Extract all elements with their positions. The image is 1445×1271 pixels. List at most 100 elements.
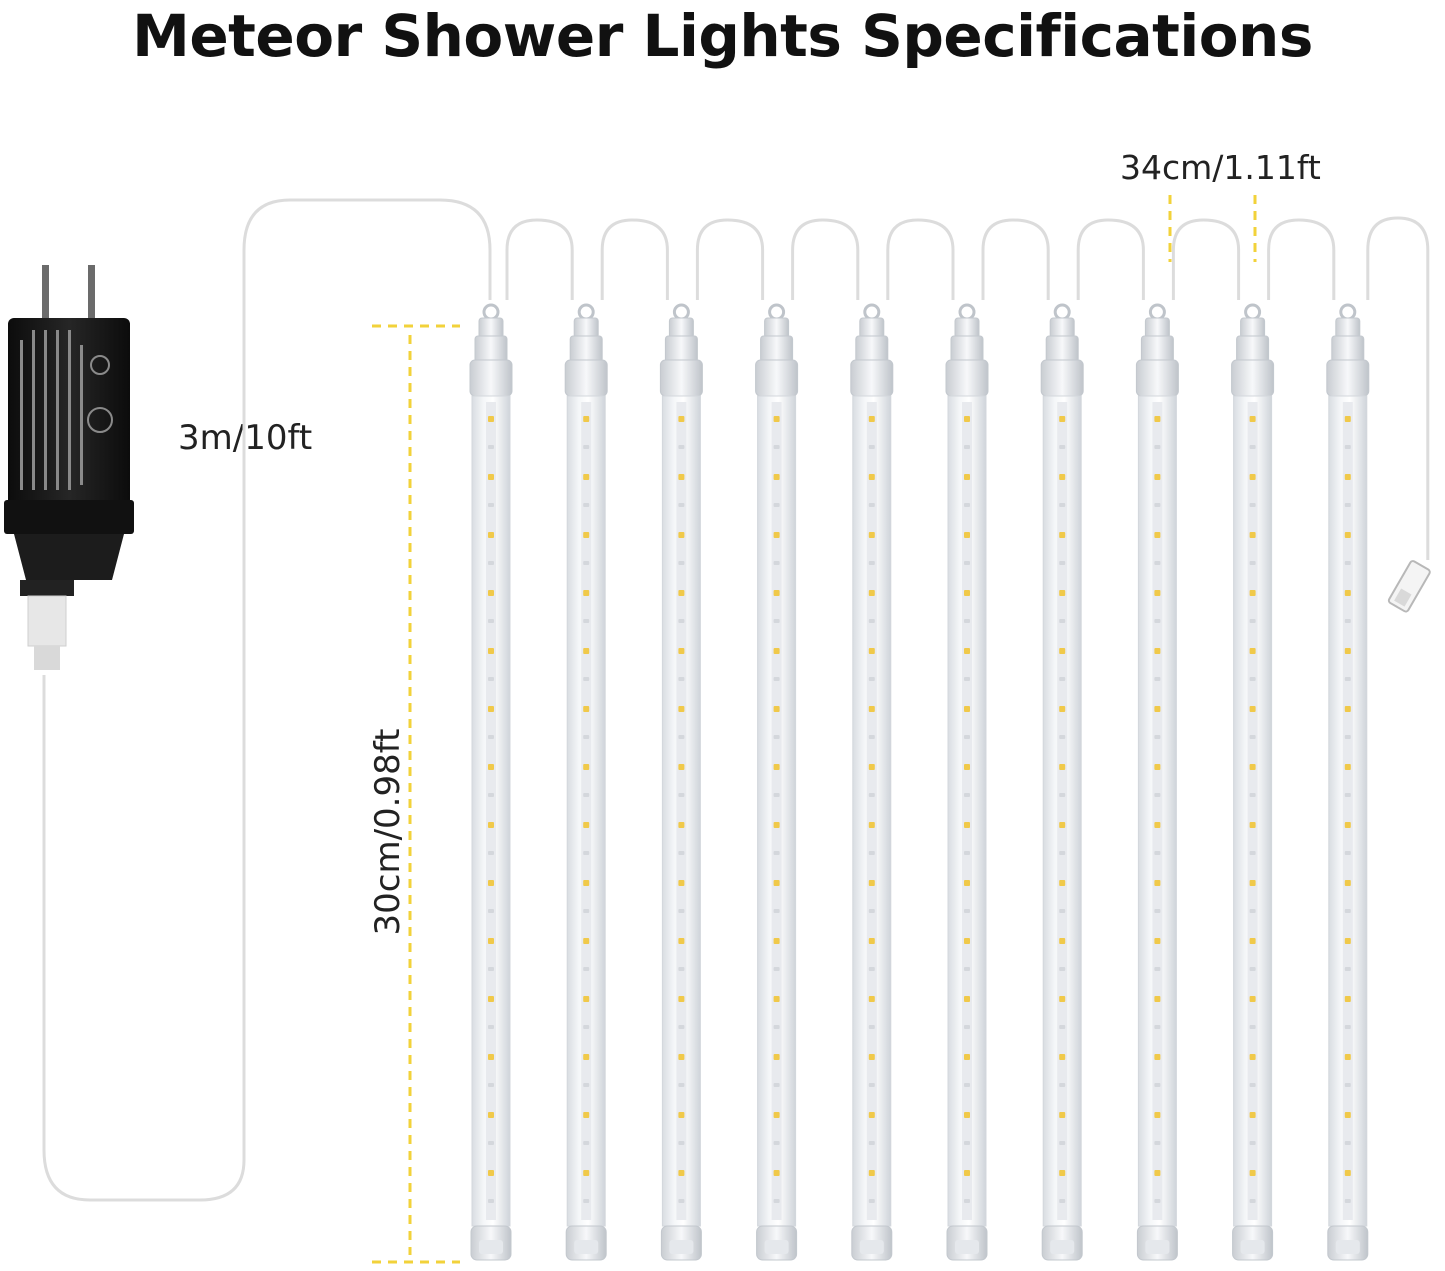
led-dot: [1154, 1141, 1161, 1145]
led-dot: [1154, 474, 1161, 480]
led-dot: [1154, 822, 1161, 828]
led-dot: [868, 619, 875, 623]
led-dot: [488, 1141, 494, 1145]
led-dot: [1344, 619, 1351, 623]
led-dot: [868, 938, 875, 944]
led-dot: [1154, 1054, 1161, 1060]
led-dot: [964, 793, 970, 797]
led-dot: [488, 996, 494, 1002]
led-dot: [1154, 793, 1161, 797]
led-dot: [1154, 967, 1161, 971]
led-dot: [1249, 503, 1256, 507]
led-dot: [1249, 677, 1256, 681]
led-dot: [868, 503, 875, 507]
led-dot: [678, 503, 685, 507]
led-dot: [964, 967, 970, 971]
led-dot: [868, 1025, 875, 1029]
led-dot: [488, 1025, 494, 1029]
led-dot: [1344, 648, 1351, 654]
meteor-tube: [755, 218, 860, 1261]
led-dot: [583, 1112, 590, 1118]
meteor-tube: [1040, 218, 1145, 1261]
connector-wire: [981, 218, 1050, 300]
led-dot: [773, 764, 780, 770]
led-dot: [1059, 474, 1066, 480]
led-dot: [583, 996, 590, 1002]
led-dot: [868, 706, 875, 712]
led-dot: [488, 590, 494, 596]
led-dot: [1344, 764, 1351, 770]
led-dot: [964, 445, 970, 449]
led-dot: [1344, 735, 1351, 739]
led-dot: [678, 938, 685, 944]
led-dot: [1059, 735, 1066, 739]
led-dot: [868, 561, 875, 565]
connector-wire: [1171, 218, 1241, 300]
led-dot: [1059, 822, 1066, 828]
led-dot: [1249, 1141, 1256, 1145]
led-dot: [868, 1141, 875, 1145]
led-dot: [868, 474, 875, 480]
led-dot: [1154, 590, 1161, 596]
led-dot: [1059, 416, 1066, 422]
led-dot: [678, 706, 685, 712]
led-dot: [1344, 909, 1351, 913]
led-dot: [773, 967, 780, 971]
led-dot: [1059, 445, 1066, 449]
led-dot: [583, 677, 590, 681]
led-dot: [583, 822, 590, 828]
led-dot: [1059, 503, 1066, 507]
led-dot: [583, 445, 590, 449]
led-dot: [583, 590, 590, 596]
led-dot: [1249, 474, 1256, 480]
led-dot: [868, 967, 875, 971]
led-dot: [1154, 503, 1161, 507]
power-cable: [42, 198, 492, 1202]
led-dot: [773, 1025, 780, 1029]
led-dot: [773, 851, 780, 855]
led-dot: [868, 764, 875, 770]
plug-prong-left: [42, 265, 49, 325]
led-dot: [773, 619, 780, 623]
led-dot: [773, 938, 780, 944]
led-dot: [1154, 851, 1161, 855]
led-dot: [868, 822, 875, 828]
led-dot: [1059, 1170, 1066, 1176]
led-dot: [1154, 619, 1161, 623]
led-dot: [1249, 1199, 1256, 1203]
led-dot: [1344, 1025, 1351, 1029]
led-dot: [583, 1199, 590, 1203]
led-dot: [964, 996, 970, 1002]
led-dot: [1344, 822, 1351, 828]
led-dot: [868, 648, 875, 654]
led-dot: [1344, 706, 1351, 712]
led-dot: [678, 793, 685, 797]
led-dot: [964, 735, 970, 739]
led-dot: [1059, 677, 1066, 681]
led-dot: [678, 1083, 685, 1087]
led-dot: [1344, 445, 1351, 449]
led-dot: [583, 474, 590, 480]
led-dot: [964, 909, 970, 913]
led-dot: [1154, 1199, 1161, 1203]
led-dot: [773, 503, 780, 507]
led-dot: [583, 938, 590, 944]
connector-wire: [1076, 218, 1145, 300]
led-dot: [1059, 1083, 1066, 1087]
led-dot: [964, 474, 970, 480]
meteor-tube: [1135, 218, 1241, 1261]
led-dot: [964, 851, 970, 855]
meteor-tube: [1326, 216, 1430, 1261]
led-dot: [488, 706, 494, 712]
led-dot: [1059, 590, 1066, 596]
meteor-tube: [564, 218, 669, 1261]
led-dot: [1249, 938, 1256, 944]
led-dot: [583, 793, 590, 797]
led-dot: [678, 764, 685, 770]
connector-wire: [1267, 218, 1336, 300]
led-dot: [488, 938, 494, 944]
led-dot: [678, 909, 685, 913]
led-dot: [1154, 416, 1161, 422]
led-dot: [964, 938, 970, 944]
